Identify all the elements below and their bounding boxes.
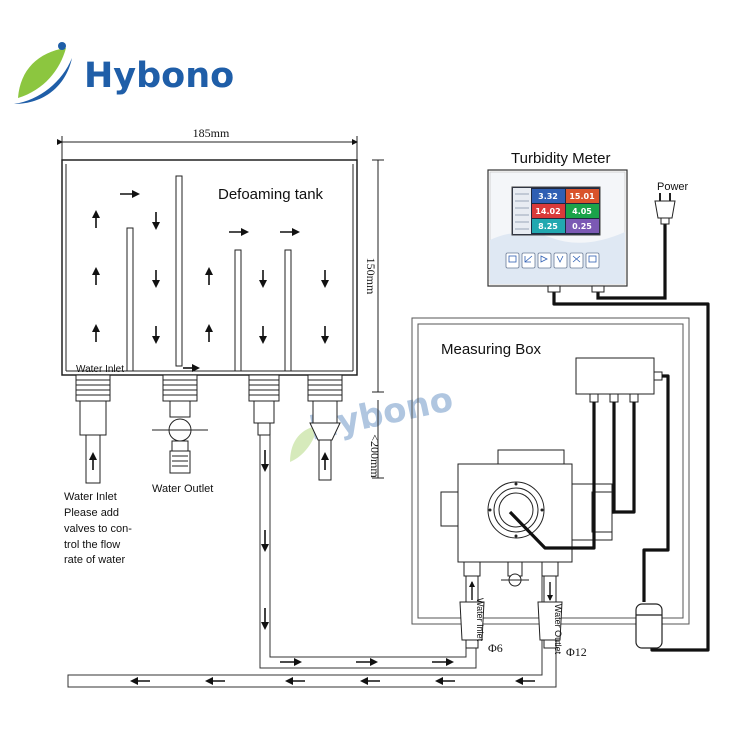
turbidity-meter: Turbidity Meter 3.32 15.01 14.02 4.05 8.… [487,150,628,293]
flow-arrows [92,190,329,372]
logo-swoosh-icon [14,58,72,104]
pipe-flow-arrows [261,450,454,666]
outlet-valve [152,400,208,474]
meter-key-menu-icon[interactable] [505,252,520,269]
meter-key-save-icon[interactable] [585,252,600,269]
baffle [175,175,183,367]
sensor-cables [508,286,710,652]
screen-reading-tile [566,204,599,218]
box-outlet-label: Water Outlet [553,604,563,655]
screen-reading-value: 3.32 [538,192,558,201]
screen-reading-tile [532,219,565,233]
power-plug: Power [654,181,689,225]
box-outlet-fitting [541,561,559,577]
inlet-note-line-3: valves to con- [64,523,132,535]
overflow-connector [309,400,341,481]
logo-leaf-icon [18,48,66,98]
tank-inlet-label: Water Inlet [76,364,124,375]
outlet-pipe-diameter: Φ12 [566,645,587,659]
watermark-leaf-icon [290,426,318,462]
tank-outlet-connector [253,400,275,436]
meter-title: Turbidity Meter [511,150,610,167]
baffle [126,227,134,372]
logo-dot-icon [58,42,66,50]
inlet-pipe-diameter: Φ6 [488,641,503,655]
measuring-box-title: Measuring Box [441,341,542,358]
defoaming-tank: Defoaming tank Water Inlet [61,159,358,484]
screen-reading-value: 14.02 [535,207,560,216]
box-inlet-fitting [463,561,481,577]
power-label: Power [657,181,689,193]
tank-height-label: 150mm [364,258,378,295]
brand-name: Hybono [84,56,234,96]
total-height-label: <200mm [368,434,382,478]
junction-box [575,357,655,395]
dimension-width: 185mm [57,126,358,160]
inlet-pipe [259,435,477,669]
screen-reading-value: 8.25 [538,222,558,231]
baffle [284,249,292,372]
baffle [234,249,242,372]
screen-reading-tile [532,189,565,203]
drain-pipe [67,570,557,688]
inlet-note-line-2: Please add [64,507,119,519]
meter-key-mute-icon[interactable] [569,252,584,269]
measuring-box: Measuring Box [411,317,690,659]
cable-coupler [635,603,663,649]
screen-reading-tile [532,204,565,218]
inlet-note-line-5: rate of water [64,554,125,566]
box-inlet-label: Water Inlet [475,598,485,642]
sensor-top-block [497,449,565,465]
screen-reading-value: 0.25 [572,222,592,231]
meter-connector [591,285,605,293]
screen-reading-value: 15.01 [569,192,595,201]
width-dimension-label: 185mm [193,126,230,140]
inlet-note-line-1: Water Inlet [64,491,117,503]
hybono-logo: Hybono [14,42,234,104]
meter-connector [547,285,561,293]
screen-reading-value: 4.05 [572,207,592,216]
threaded-fitting [75,374,343,402]
screen-reading-tile [566,219,599,233]
screen-reading-tile [566,189,599,203]
water-outlet-label: Water Outlet [152,483,213,495]
meter-key-back-icon[interactable] [521,252,536,269]
dimension-height: 150mm <200mm [364,159,384,479]
inlet-connector [79,400,107,484]
tank-title: Defoaming tank [218,186,324,203]
inlet-note-line-4: trol the flow [64,539,120,551]
sensor-side-block [440,491,459,527]
